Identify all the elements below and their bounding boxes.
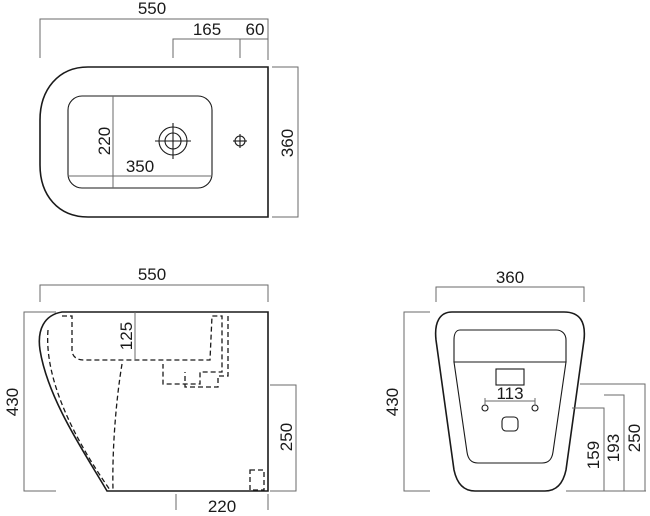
top-width-label: 550: [138, 0, 166, 18]
side-height-label: 430: [3, 388, 22, 416]
side-trap-line: [112, 363, 123, 491]
top-depth-label: 360: [278, 129, 297, 157]
bowl-depth-label: 125: [117, 322, 136, 350]
side-view: 550 430 125 250 220: [3, 265, 297, 516]
outlet-distance-dim-line: [175, 494, 269, 510]
side-inner-cavity: [62, 315, 223, 385]
top-view: 550 165 60 360 220 350: [39, 0, 299, 218]
back-height-label: 430: [383, 388, 402, 416]
outlet-height-dim-line: [270, 384, 297, 492]
fixing-159-dim-line: [572, 407, 605, 491]
inlet-width-dim-line: [484, 398, 536, 406]
fixing-159-label: 159: [584, 441, 603, 469]
outlet-distance-label: 220: [208, 497, 236, 516]
tap-hole-icon: [233, 134, 247, 148]
inlet-width-label: 113: [496, 384, 523, 403]
back-inner-panel: [453, 329, 567, 363]
top-depth-dim-line: [272, 66, 299, 218]
fixing-193-dim-line: [604, 394, 625, 491]
back-width-label: 360: [496, 268, 524, 287]
tap-offset-label: 165: [193, 20, 221, 39]
fixing-250-dim-line: [580, 383, 646, 491]
back-width-dim-line: [435, 286, 585, 302]
side-width-dim-line: [39, 284, 269, 302]
back-view-outline: [434, 311, 586, 492]
top-view-outline: [39, 66, 269, 218]
back-height-dim-line: [403, 311, 430, 492]
fixing-250-label: 250: [625, 424, 644, 452]
side-inlet-line: [184, 316, 229, 388]
back-inner-opening: [453, 361, 567, 464]
bowl-length-label: 350: [126, 157, 154, 176]
side-outlet-box: [249, 469, 265, 491]
back-view: 360 430 113 159 193 250: [383, 268, 646, 492]
side-width-label: 550: [138, 265, 166, 284]
fixing-193-label: 193: [604, 434, 623, 462]
back-inlet-slot: [495, 368, 525, 386]
bowl-width-label: 220: [95, 127, 114, 155]
back-outlet: [501, 416, 519, 432]
side-height-dim-line: [23, 311, 56, 492]
tap-back-label: 60: [246, 20, 265, 39]
top-view-bowl: [67, 95, 213, 189]
drain-icon: [155, 123, 191, 159]
side-inner-wall: [47, 329, 111, 491]
tap-offset-dim-line: [172, 38, 241, 58]
side-view-outline: [38, 311, 269, 492]
outlet-height-label: 250: [277, 423, 296, 451]
